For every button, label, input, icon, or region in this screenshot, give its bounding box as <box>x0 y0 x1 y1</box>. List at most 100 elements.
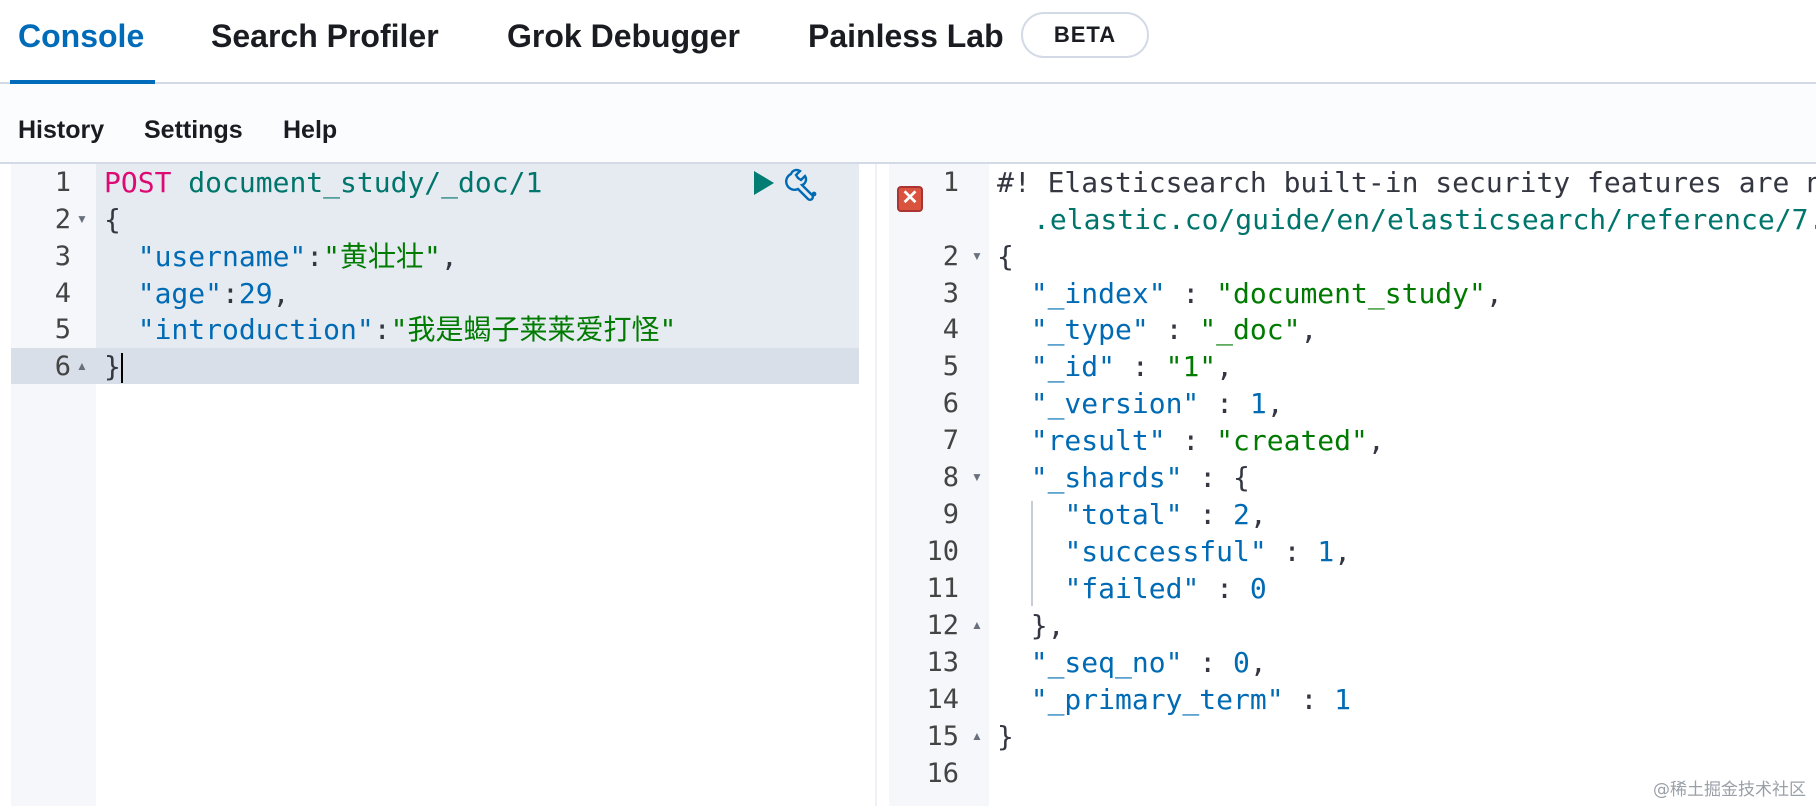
json-key: "_id" <box>1030 350 1116 383</box>
active-tab-indicator <box>10 80 155 84</box>
line-number: 10 <box>926 536 959 567</box>
code-line: "result" : "created", <box>1030 424 1385 457</box>
json-key: "_shards" <box>1030 461 1183 494</box>
json-string: "1" <box>1165 350 1217 383</box>
beta-badge: BETA <box>1021 12 1149 58</box>
line-number: 16 <box>926 758 959 789</box>
line-number: 8 <box>942 462 959 493</box>
json-number: 1 <box>1249 387 1267 420</box>
code-line: "_type" : "_doc", <box>1030 313 1318 346</box>
active-line-highlight <box>11 348 859 384</box>
code-line: }, <box>997 607 1065 644</box>
text-cursor <box>120 353 123 383</box>
code-line: "age":29, <box>137 277 290 310</box>
menu-help[interactable]: Help <box>283 116 338 144</box>
json-key: "_index" <box>1030 277 1166 310</box>
line-number: 2 <box>54 204 71 235</box>
console-menu: History Settings Help <box>0 84 1816 164</box>
fold-close-icon[interactable]: ▲ <box>971 729 983 743</box>
line-number: 9 <box>942 499 959 530</box>
http-method: POST <box>104 166 172 199</box>
json-key: "total" <box>1064 498 1183 531</box>
code-brace: } <box>997 720 1014 753</box>
code-brace: { <box>104 203 121 236</box>
request-line: POST document_study/_doc/1 <box>104 164 542 201</box>
menu-history[interactable]: History <box>18 116 105 144</box>
code-line: "_shards" : { <box>1030 461 1250 494</box>
line-number: 6 <box>54 351 71 382</box>
request-url: document_study/_doc/1 <box>188 166 543 199</box>
play-icon[interactable] <box>751 168 777 198</box>
security-warning-link[interactable]: .elastic.co/guide/en/elasticsearch/refer… <box>1033 203 1816 236</box>
line-number: 5 <box>942 351 959 382</box>
tab-painless-lab[interactable]: Painless Lab <box>808 18 1004 54</box>
indent-guide <box>1031 501 1033 606</box>
code-line: "_id" : "1", <box>1030 350 1234 383</box>
line-number: 12 <box>926 610 959 641</box>
json-string: "我是蝎子莱莱爱打怪" <box>390 313 677 346</box>
line-number: 3 <box>942 278 959 309</box>
code-line: "introduction":"我是蝎子莱莱爱打怪" <box>137 313 677 346</box>
fold-open-icon[interactable]: ▼ <box>971 249 983 263</box>
response-viewer[interactable]: ✕ 1 2 3 4 5 6 7 8 9 10 11 12 13 14 15 16… <box>889 164 1816 806</box>
code-line: "_version" : 1, <box>1030 387 1284 420</box>
menu-settings[interactable]: Settings <box>144 116 243 144</box>
tab-search-profiler[interactable]: Search Profiler <box>211 18 439 54</box>
fold-close-icon[interactable]: ▲ <box>971 618 983 632</box>
code-line: } <box>104 348 123 385</box>
json-key: "_version" <box>1030 387 1200 420</box>
line-number: 4 <box>942 314 959 345</box>
json-string: "created" <box>1216 424 1368 457</box>
json-number: 0 <box>1249 572 1267 605</box>
code-brace: } <box>104 350 121 383</box>
json-number: 1 <box>1317 535 1335 568</box>
json-string: "_doc" <box>1199 313 1301 346</box>
line-number: 6 <box>942 388 959 419</box>
fold-open-icon[interactable]: ▼ <box>76 212 88 226</box>
line-number: 15 <box>926 721 959 752</box>
tab-console[interactable]: Console <box>18 18 145 54</box>
json-number: 29 <box>238 277 273 310</box>
fold-close-icon[interactable]: ▲ <box>76 359 88 373</box>
code-brace: { <box>997 240 1014 273</box>
pane-divider-line <box>875 164 877 806</box>
code-line: "total" : 2, <box>1064 498 1267 531</box>
line-number: 5 <box>54 314 71 345</box>
code-line: "_index" : "document_study", <box>1030 277 1503 310</box>
line-number: 2 <box>942 241 959 272</box>
request-editor[interactable]: 1 2 3 4 5 6 ▼ ▲ POST document_study/_doc… <box>11 164 859 806</box>
code-line: "failed" : 0 <box>1064 572 1267 605</box>
code-line: "_primary_term" : 1 <box>1030 683 1352 716</box>
json-string: "document_study" <box>1216 277 1486 310</box>
security-warning-line: #! Elasticsearch built-in security featu… <box>997 166 1816 199</box>
json-number: 2 <box>1233 498 1250 531</box>
json-key: "age" <box>137 277 223 310</box>
line-number: 1 <box>54 167 71 198</box>
code-brace: }, <box>1030 609 1065 642</box>
watermark: @稀土掘金技术社区 <box>1653 780 1806 800</box>
wrench-icon[interactable] <box>785 166 823 202</box>
line-number: 7 <box>942 425 959 456</box>
code-line: "username":"黄壮壮", <box>137 240 458 273</box>
json-key: "_type" <box>1030 313 1149 346</box>
fold-open-icon[interactable]: ▼ <box>971 470 983 484</box>
response-gutter <box>889 164 989 806</box>
json-string: "黄壮壮" <box>323 240 441 273</box>
json-key: "_seq_no" <box>1030 646 1183 679</box>
tab-grok-debugger[interactable]: Grok Debugger <box>507 18 740 54</box>
json-number: 0 <box>1233 646 1250 679</box>
line-number: 1 <box>942 167 959 198</box>
code-line: "_seq_no" : 0, <box>1030 646 1267 679</box>
warning-error-icon[interactable]: ✕ <box>897 186 923 212</box>
pane-divider[interactable] <box>859 164 889 806</box>
line-number: 3 <box>54 241 71 272</box>
json-key: "result" <box>1030 424 1166 457</box>
app-tabs: Console Search Profiler Grok Debugger Pa… <box>0 0 1816 84</box>
request-gutter <box>11 164 96 806</box>
request-selection-bg <box>96 164 859 384</box>
line-number: 4 <box>54 278 71 309</box>
line-number: 13 <box>926 647 959 678</box>
code-line: "successful" : 1, <box>1064 535 1352 568</box>
line-number: 14 <box>926 684 959 715</box>
json-key: "failed" <box>1064 572 1200 605</box>
